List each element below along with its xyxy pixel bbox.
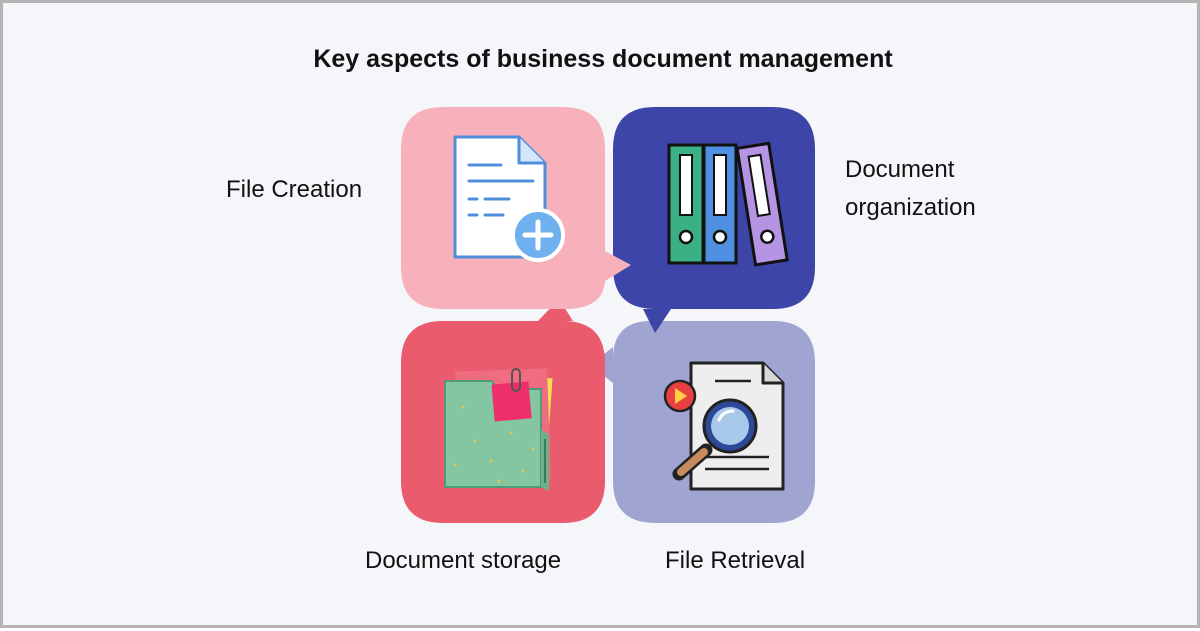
quadrant-diagram [401,107,815,523]
document-add-icon [453,135,565,262]
binders-icon [667,141,789,267]
quadrant-document-organization [613,107,815,333]
document-search-icon [663,361,785,491]
label-document-organization-line2: organization [845,194,976,221]
label-file-retrieval: File Retrieval [665,547,806,574]
label-document-organization-line1: Document [845,156,955,183]
folder-icon [444,368,553,491]
quadrant-file-retrieval [590,321,815,523]
label-document-storage: Document storage [365,547,562,574]
label-document-organization: Document organization [845,151,976,227]
label-file-creation: File Creation [226,176,363,203]
quadrant-file-creation [401,107,631,309]
diagram-title: Key aspects of business document managem… [313,45,893,73]
quadrant-document-storage [401,299,605,523]
